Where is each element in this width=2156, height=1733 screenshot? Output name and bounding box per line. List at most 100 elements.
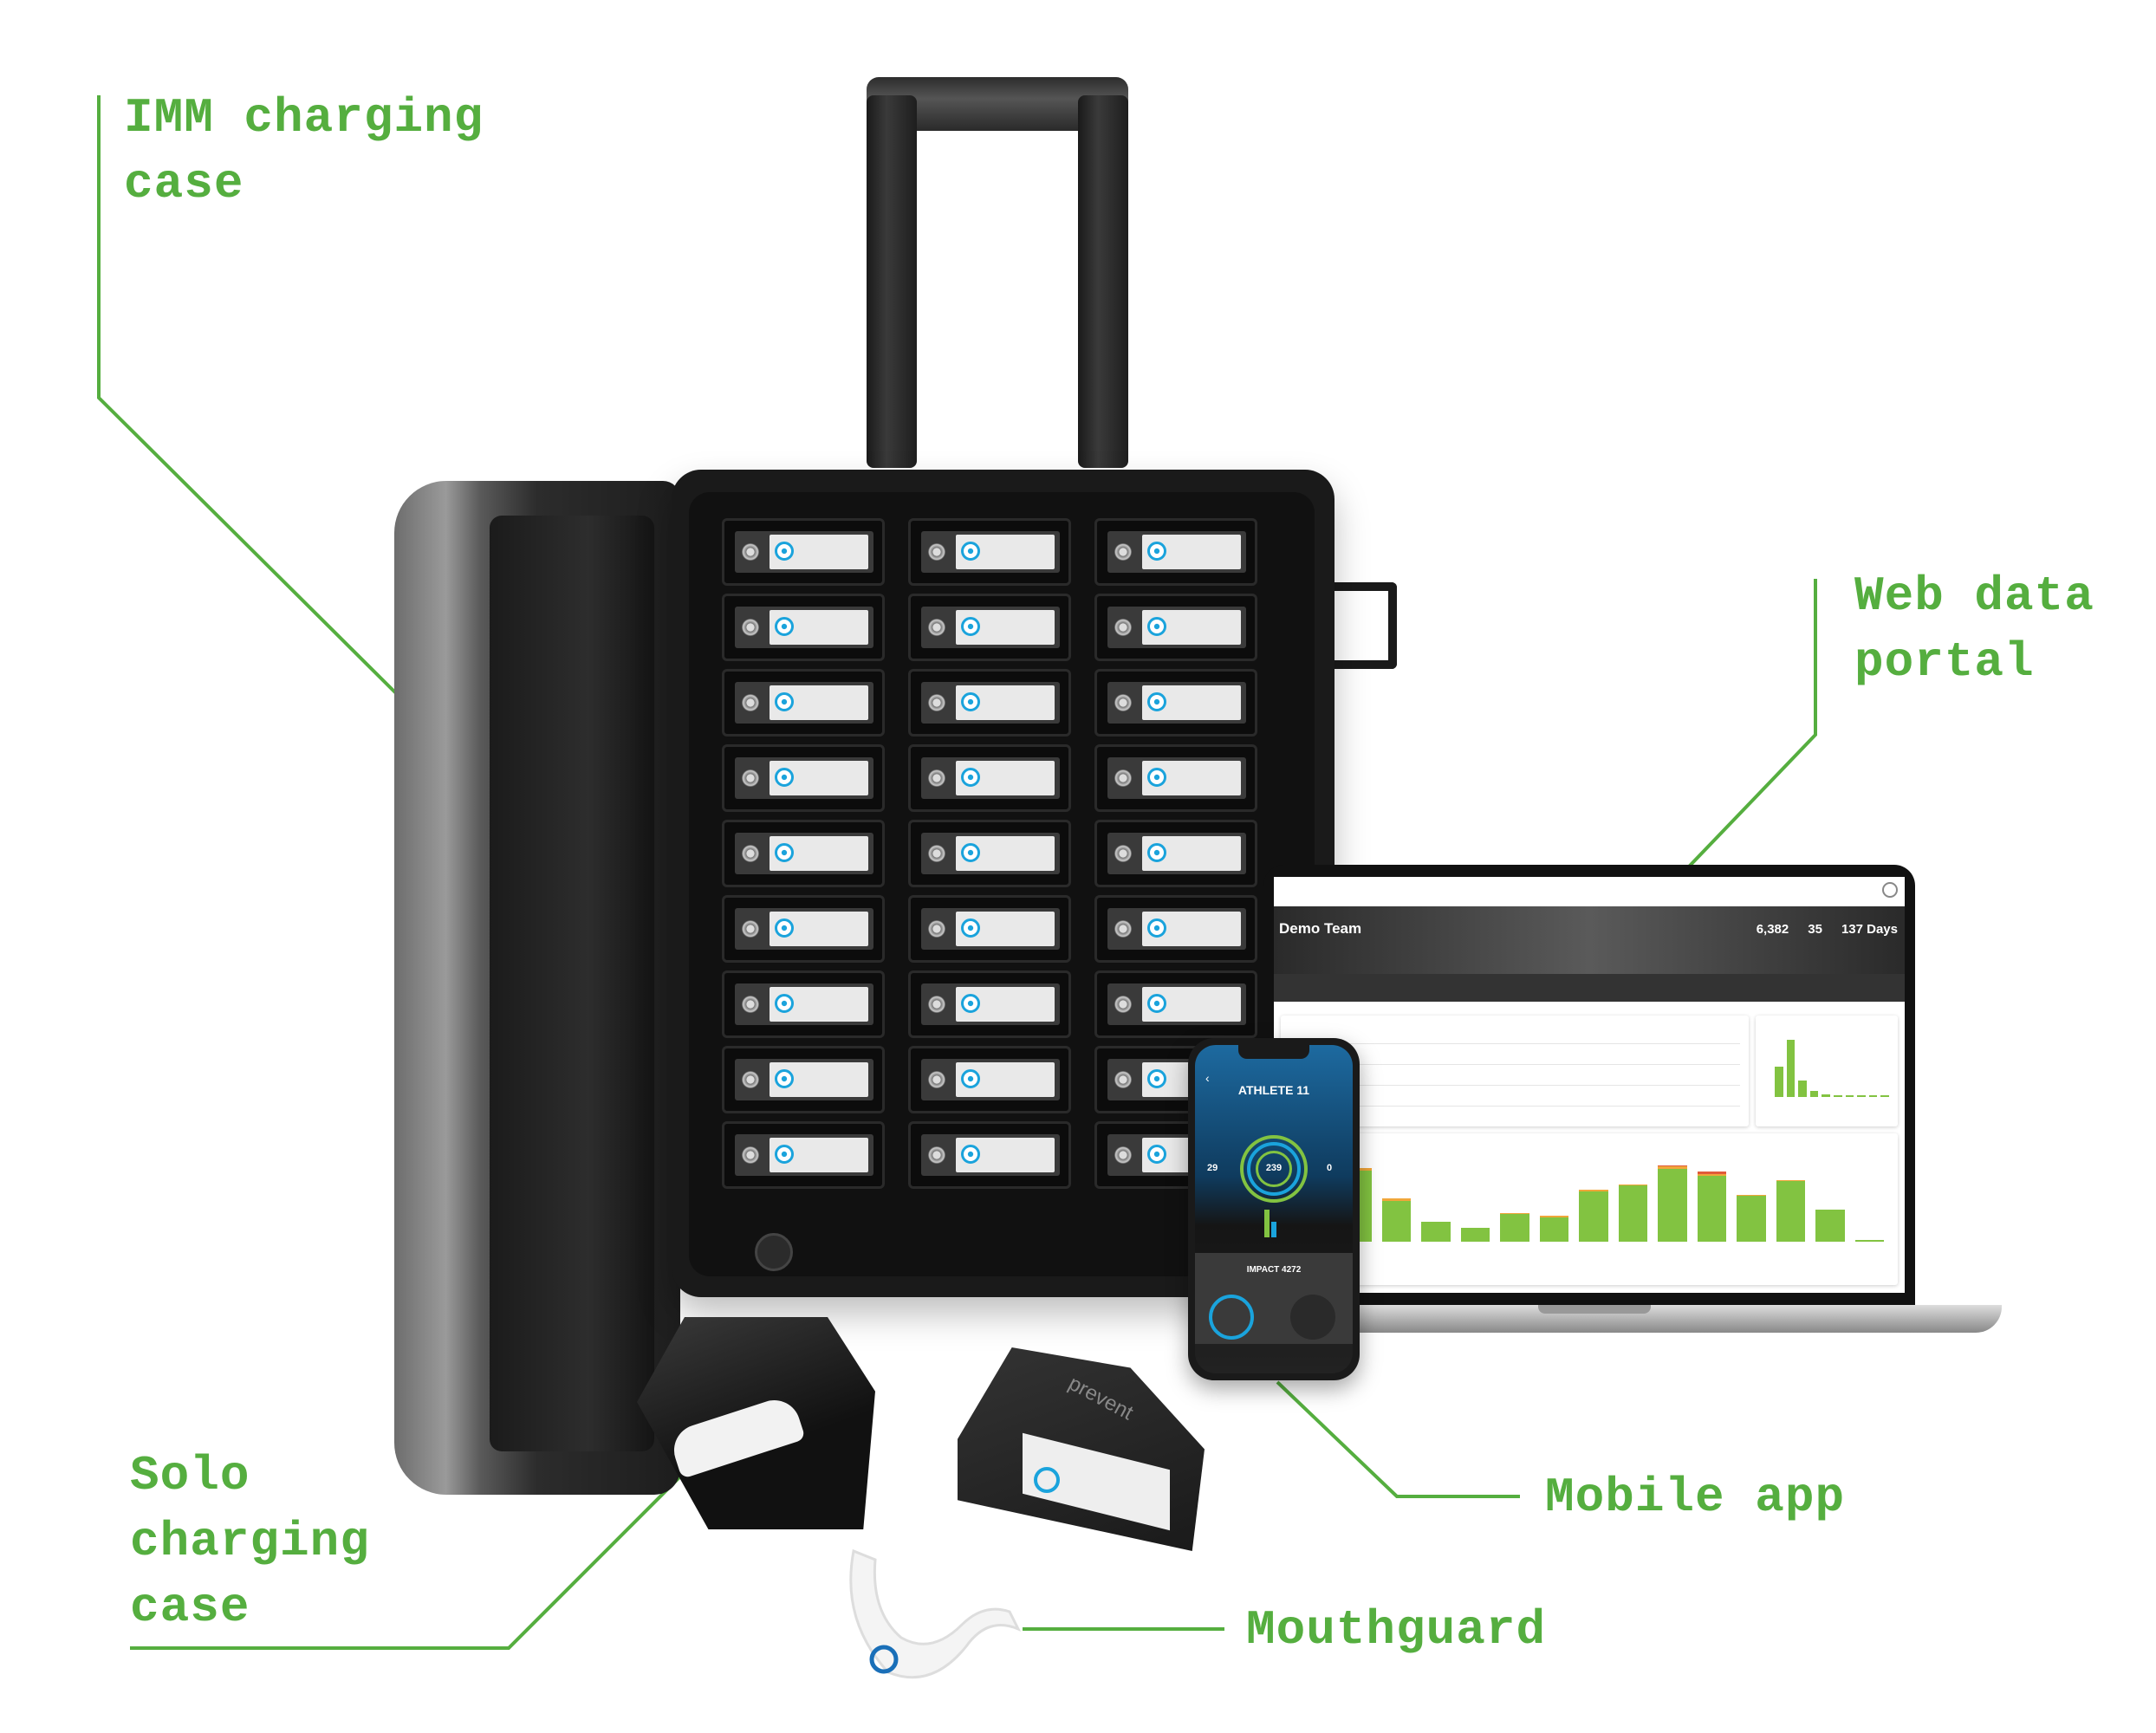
slot-button-icon — [1114, 619, 1132, 636]
slot-tray — [921, 983, 1060, 1025]
device-tag — [770, 535, 868, 569]
device-tag — [770, 912, 868, 946]
prevent-logo-icon — [961, 692, 980, 711]
ring-middle-icon — [1247, 1142, 1301, 1196]
chart-bar — [1854, 1239, 1884, 1242]
device-tag — [770, 1062, 868, 1097]
slot-button-icon — [1114, 1071, 1132, 1088]
chart-bar — [1539, 1216, 1569, 1242]
device-tag — [770, 685, 868, 720]
device-tag — [1142, 610, 1241, 645]
slot-tray — [1107, 531, 1246, 573]
portal-nav[interactable] — [1274, 974, 1905, 1002]
prevent-logo-icon — [961, 617, 980, 636]
prevent-logo-icon — [1147, 918, 1166, 938]
prevent-logo-icon — [1147, 692, 1166, 711]
device-tag — [770, 1138, 868, 1172]
slot-button-icon — [742, 1071, 759, 1088]
charging-slot — [722, 895, 885, 963]
chart-bar — [1460, 1228, 1490, 1242]
label-solo-charging-case: Solo charging case — [130, 1443, 370, 1640]
slot-tray — [735, 607, 873, 648]
charging-slot — [722, 1121, 885, 1189]
slot-tray — [921, 1059, 1060, 1100]
slot-button-icon — [742, 1146, 759, 1164]
charging-slot — [908, 594, 1071, 661]
device-tag — [1142, 685, 1241, 720]
prevent-logo-icon — [1147, 994, 1166, 1013]
case-lid-inner — [490, 516, 654, 1451]
chart-bar — [1658, 1165, 1687, 1242]
prevent-logo-icon — [1147, 1145, 1166, 1164]
slot-button-icon — [742, 694, 759, 711]
case-latch — [1328, 582, 1397, 669]
bar-segment-moderate — [1381, 1198, 1412, 1201]
case-body — [672, 470, 1335, 1297]
prevent-logo-icon — [775, 692, 794, 711]
label-line: Mouthguard — [1246, 1602, 1547, 1658]
charging-slot — [1094, 895, 1257, 963]
right-stat: 0 — [1327, 1163, 1333, 1173]
table-row — [1289, 1064, 1740, 1065]
prevent-logo-icon — [1147, 542, 1166, 561]
label-line: portal — [1854, 634, 2035, 690]
prevent-logo-icon — [961, 1145, 980, 1164]
prevent-logo-icon — [775, 768, 794, 787]
impacts-chart-card — [1281, 1133, 1898, 1285]
chart-bar — [1381, 1198, 1412, 1242]
prevent-logo-icon — [961, 918, 980, 938]
charging-slot — [1094, 970, 1257, 1038]
slot-button-icon — [742, 996, 759, 1013]
prevent-logo-icon — [961, 1069, 980, 1088]
phone-bar — [1271, 1222, 1276, 1237]
slot-tray — [735, 757, 873, 799]
device-tag — [1142, 761, 1241, 795]
smartphone: ‹ ATHLETE 11 239 29 0 IMPACT 4272 — [1188, 1038, 1360, 1380]
charging-slot — [722, 820, 885, 887]
bar-segment-moderate — [1579, 1189, 1608, 1191]
label-line: Web data — [1854, 568, 2094, 624]
slot-button-icon — [1114, 694, 1132, 711]
charging-slot — [1094, 518, 1257, 586]
slot-button-icon — [1114, 845, 1132, 862]
label-imm-charging-case: IMM charging case — [124, 85, 484, 217]
device-tag — [956, 987, 1055, 1022]
prevent-logo-icon — [961, 542, 980, 561]
user-icon[interactable] — [1882, 882, 1898, 898]
table-row — [1289, 1043, 1740, 1044]
device-tag — [770, 987, 868, 1022]
device-tag — [956, 685, 1055, 720]
label-line: Mobile app — [1545, 1470, 1846, 1525]
stat-impacts: 6,382 — [1756, 922, 1789, 937]
device-tag — [956, 1062, 1055, 1097]
slot-button-icon — [742, 920, 759, 938]
phone-bar — [1264, 1210, 1270, 1237]
team-name: Demo Team — [1279, 920, 1362, 937]
laptop-screen-bezel: Demo Team 6,382 35 137 Days — [1263, 865, 1915, 1307]
chart-bar — [1809, 1091, 1819, 1097]
bar-segment-moderate — [1539, 1216, 1569, 1217]
slot-tray — [735, 1059, 873, 1100]
team-stats: 6,382 35 137 Days — [1757, 922, 1898, 937]
back-chevron-icon[interactable]: ‹ — [1205, 1071, 1210, 1085]
chart-bar — [1868, 1095, 1878, 1097]
device-tag — [956, 535, 1055, 569]
prevent-logo-icon — [775, 1145, 794, 1164]
slot-tray — [735, 682, 873, 724]
slot-button-icon — [928, 1071, 945, 1088]
prevent-logo-icon — [775, 994, 794, 1013]
chart-bar — [1857, 1095, 1866, 1097]
slot-button-icon — [928, 694, 945, 711]
slot-button-icon — [928, 920, 945, 938]
portal-hero: Demo Team 6,382 35 137 Days — [1274, 906, 1905, 974]
chart-bar — [1798, 1080, 1807, 1097]
chart-bar — [1775, 1067, 1783, 1097]
prevent-logo-icon — [961, 768, 980, 787]
mouthguard — [849, 1548, 1022, 1679]
prevent-logo-icon — [961, 994, 980, 1013]
label-line: case — [130, 1580, 250, 1635]
device-tag — [956, 610, 1055, 645]
athlete-name: ATHLETE 11 — [1237, 1083, 1310, 1097]
ring-inner-icon — [1256, 1151, 1292, 1187]
charging-slot — [722, 594, 885, 661]
